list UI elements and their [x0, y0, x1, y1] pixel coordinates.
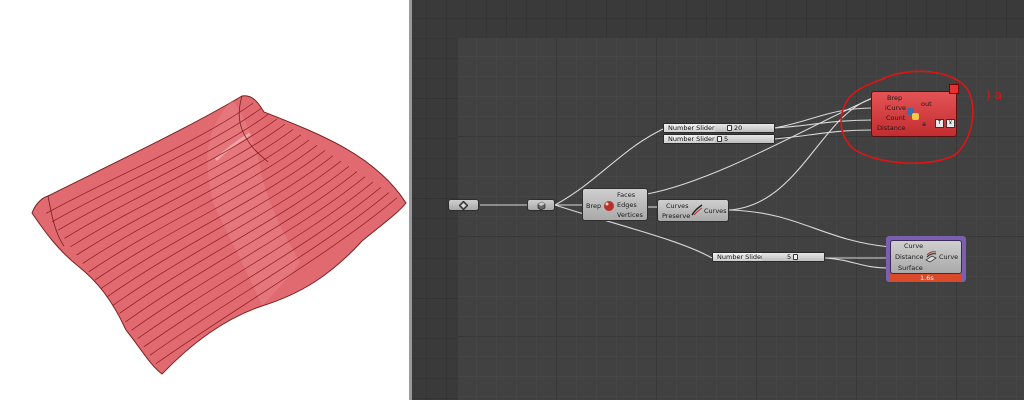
python-logo-icon: [907, 108, 919, 120]
deconstruct-brep-component[interactable]: Brep Faces Edges Vertices: [582, 188, 648, 221]
number-slider-count[interactable]: Number Slider 20: [663, 123, 775, 133]
isocurve: [64, 118, 278, 239]
rhino-viewport[interactable]: [0, 0, 410, 400]
isocurve: [94, 144, 318, 281]
isocurve: [125, 171, 358, 323]
profiler-time: 1.6s: [920, 274, 934, 282]
isocurve: [76, 129, 294, 256]
input-curve[interactable]: Curve: [904, 242, 924, 250]
input-brep[interactable]: Brep: [887, 94, 903, 102]
isocurve: [131, 176, 366, 331]
isocurve: [82, 134, 302, 264]
brep-param-node-2[interactable]: [527, 199, 555, 211]
python-script-component[interactable]: Brep iCurve Count Distance out a T ⊻: [871, 84, 959, 137]
annotation-text: ) a: [986, 88, 1002, 102]
join-curves-component[interactable]: Curves Preserve Curves: [657, 199, 729, 222]
output-faces[interactable]: Faces: [617, 191, 636, 199]
output-edges[interactable]: Edges: [617, 201, 637, 209]
output-curve[interactable]: Curve: [939, 253, 959, 261]
offset-on-surface-component[interactable]: Curve Distance Surface Curve: [890, 240, 962, 274]
output-vertices[interactable]: Vertices: [617, 211, 643, 219]
zoom-in-toggle-icon[interactable]: ⊻: [946, 119, 955, 128]
error-flag-icon: [949, 84, 959, 94]
isocurve: [58, 113, 270, 231]
isocurve: [100, 150, 326, 289]
brep-param-node[interactable]: [448, 199, 479, 211]
brep-param-icon: [459, 201, 468, 210]
profiler-bar: 1.6s: [890, 274, 962, 282]
output-curves[interactable]: Curves: [704, 207, 727, 215]
isocurve: [149, 192, 390, 356]
cube-param-icon: [537, 201, 546, 210]
isocurve: [112, 160, 342, 306]
viewport-splitter[interactable]: [409, 0, 412, 400]
input-icurve[interactable]: iCurve: [885, 104, 906, 112]
input-distance[interactable]: Distance: [895, 253, 924, 261]
slider-grip[interactable]: [727, 125, 732, 131]
slider-grip[interactable]: [717, 136, 722, 142]
input-curves[interactable]: Curves: [666, 202, 689, 210]
curved-surface: [31, 95, 407, 375]
join-curves-icon: [691, 204, 703, 216]
zoom-out-toggle-icon[interactable]: T: [935, 119, 944, 128]
isocurve: [88, 139, 310, 273]
isocurve: [45, 102, 254, 214]
input-distance[interactable]: Distance: [877, 124, 906, 132]
slider-grip[interactable]: [793, 254, 798, 260]
isocurve: [143, 186, 382, 348]
isocurves: [45, 102, 398, 364]
offset-on-surface-icon: [925, 251, 937, 263]
isocurve: [137, 181, 374, 339]
input-brep[interactable]: Brep: [586, 202, 602, 210]
input-count[interactable]: Count: [886, 114, 906, 122]
output-a[interactable]: a: [922, 120, 926, 128]
input-surface[interactable]: Surface: [898, 264, 923, 272]
isocurve: [119, 165, 350, 314]
isocurve: [70, 123, 286, 248]
isocurve: [155, 197, 398, 364]
isocurve: [106, 155, 334, 298]
output-out[interactable]: out: [921, 100, 932, 108]
number-slider-distance[interactable]: Number Slider 5: [663, 134, 775, 144]
deconstruct-brep-icon: [604, 201, 614, 211]
isocurve: [52, 108, 262, 223]
surface-render: [31, 95, 407, 375]
input-preserve[interactable]: Preserve: [662, 212, 691, 220]
number-slider-offset[interactable]: Number Slider 5: [712, 252, 825, 262]
